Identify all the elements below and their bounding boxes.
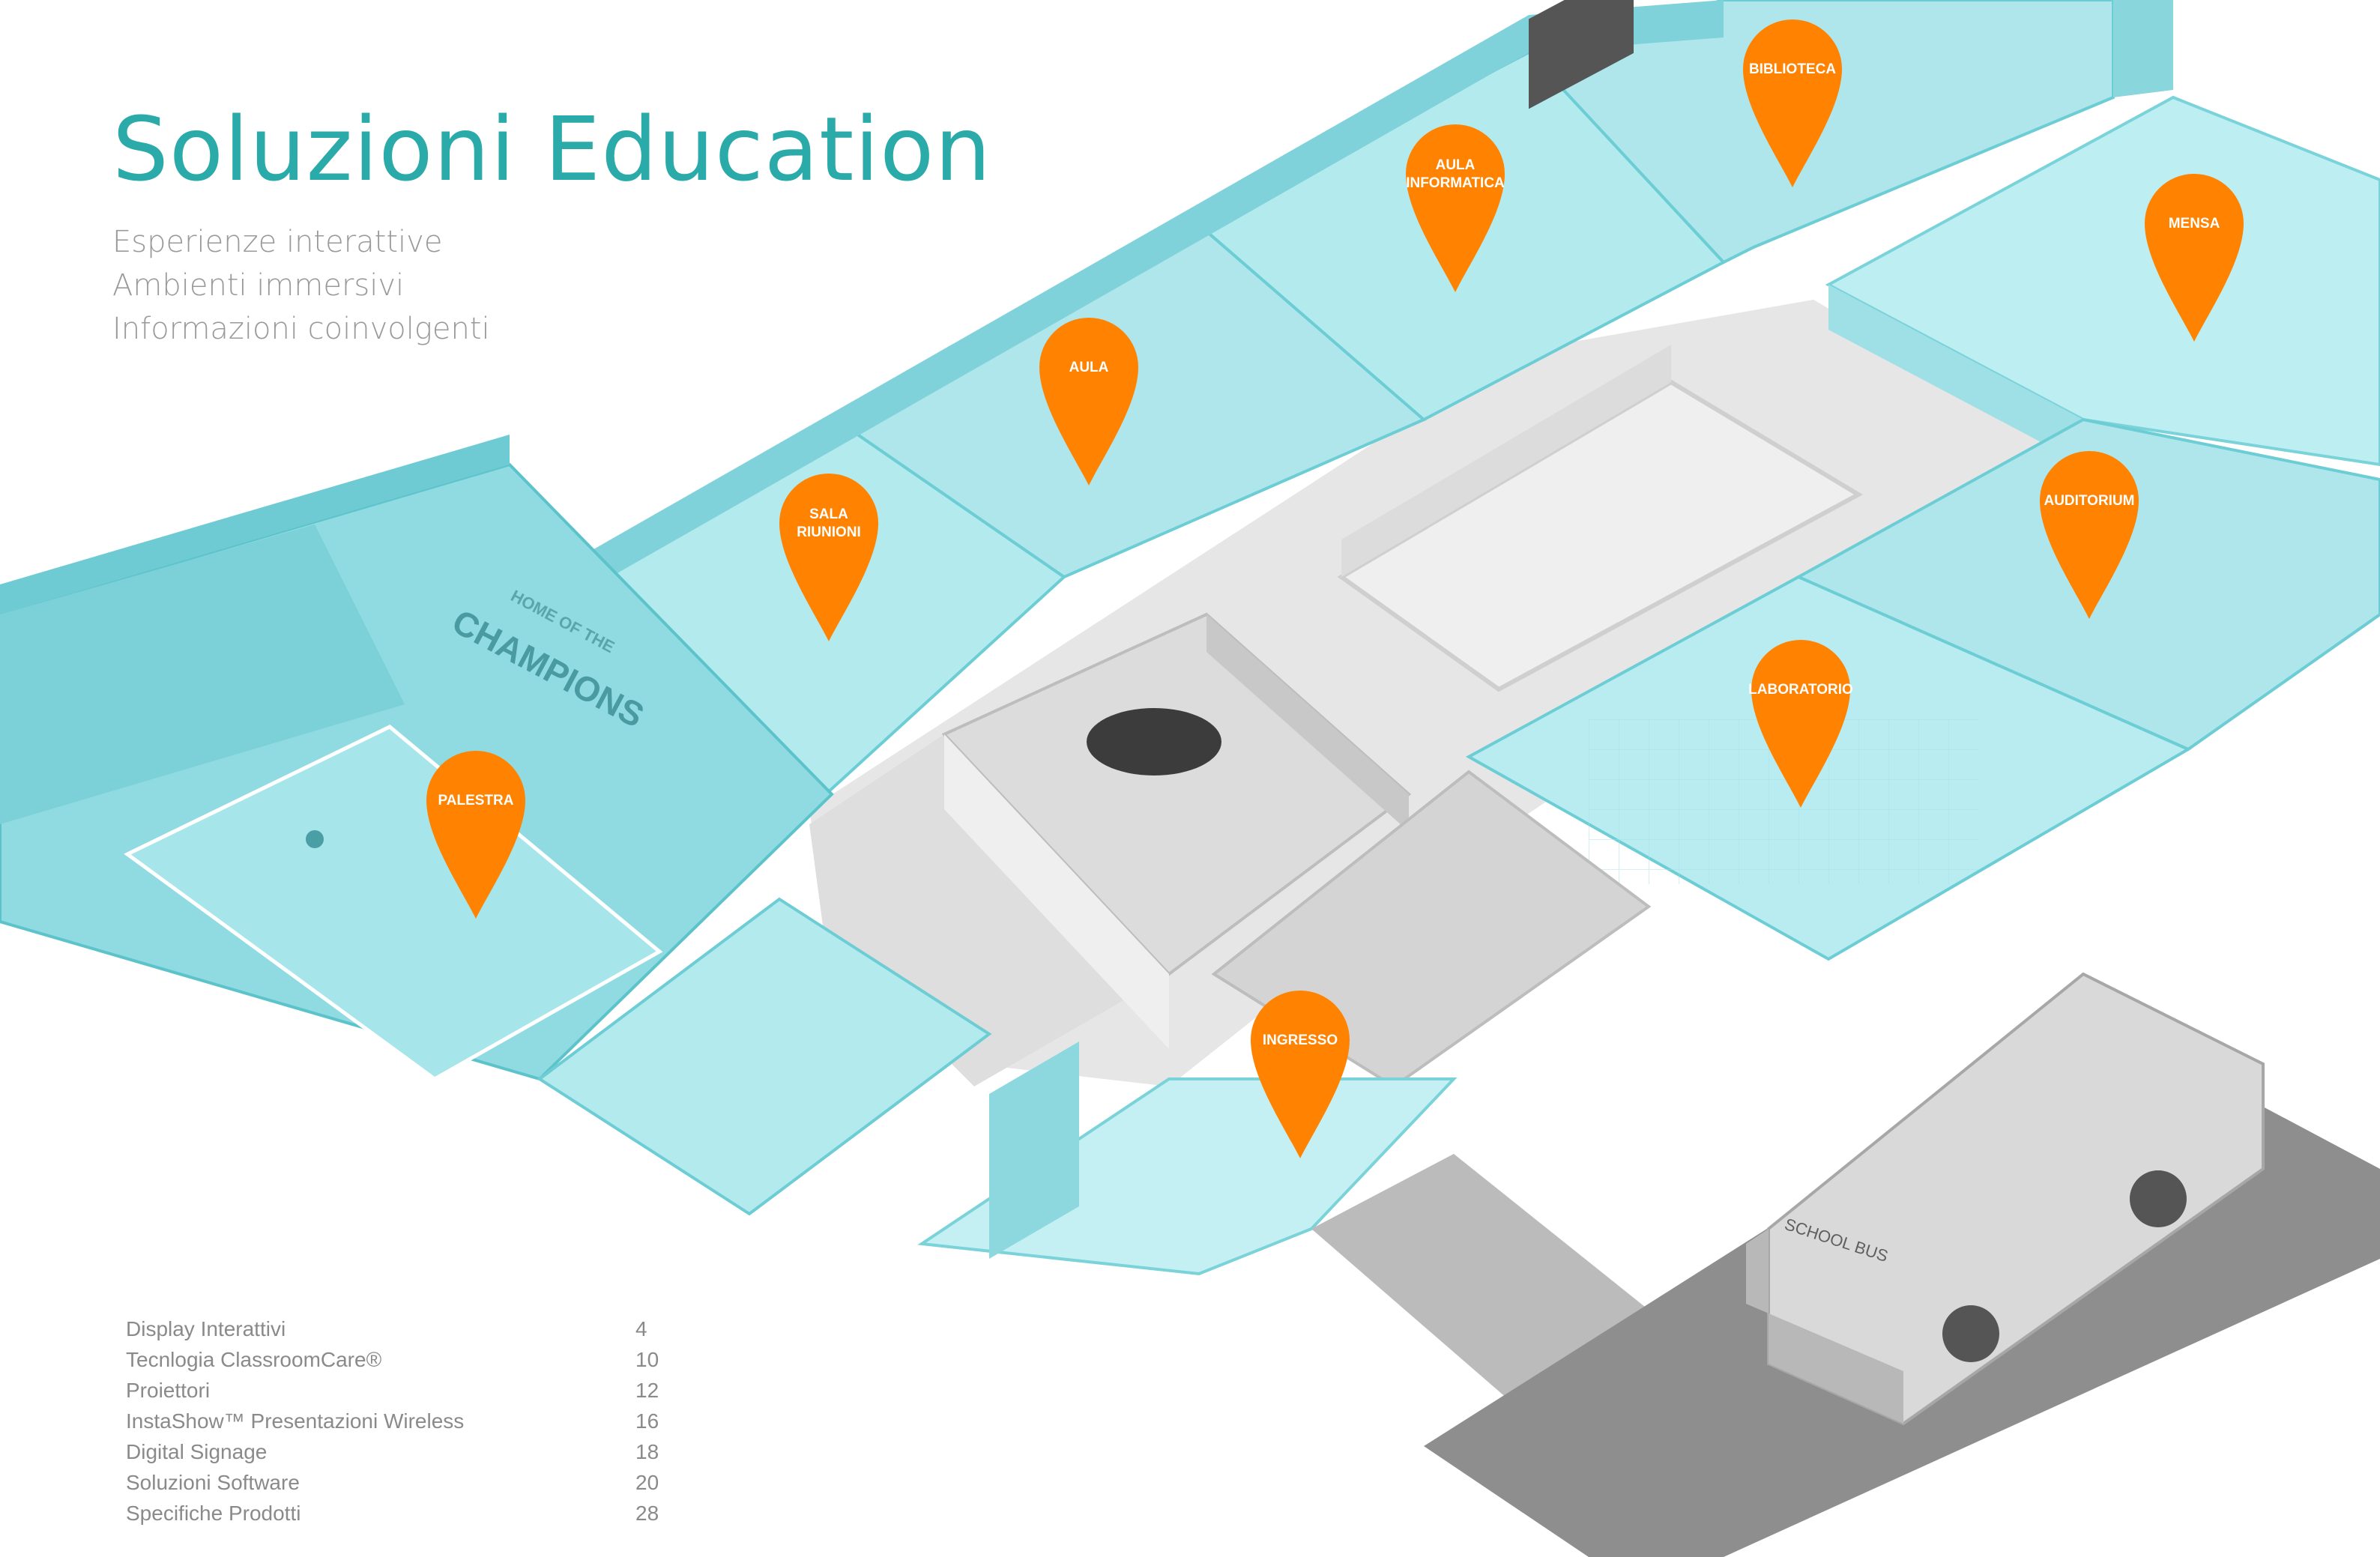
pin-label: INGRESSO <box>1263 1033 1338 1048</box>
pin-laboratorio[interactable]: LABORATORIO <box>1748 640 1853 808</box>
pin-ingresso[interactable]: INGRESSO <box>1251 991 1350 1158</box>
map-pin-icon <box>779 474 878 641</box>
wall-top-right <box>2113 0 2173 97</box>
bus-wheel-1 <box>1942 1305 1999 1362</box>
pin-aula-informatica[interactable]: AULA INFORMATICA <box>1406 124 1505 292</box>
bus-wheel-2 <box>2130 1170 2187 1227</box>
pin-label: PALESTRA <box>438 793 514 808</box>
pin-aula[interactable]: AULA <box>1039 318 1138 486</box>
toc-label: Tecnlogia ClassroomCare® <box>126 1348 382 1371</box>
pin-label: AULA <box>1436 157 1476 173</box>
map-pin-icon <box>1251 991 1350 1158</box>
subtitle-3: Informazioni coinvolgenti <box>112 312 490 346</box>
pin-label: LABORATORIO <box>1748 682 1853 698</box>
room-ingresso <box>917 1077 1458 1276</box>
pin-label: SALA <box>809 507 848 522</box>
wall-bagni <box>1341 345 1671 577</box>
pin-biblioteca[interactable]: BIBLIOTECA <box>1743 19 1842 187</box>
gym-court <box>124 725 663 1081</box>
toc-label: Display Interattivi <box>126 1317 286 1340</box>
wall-musica-back <box>1206 614 1409 832</box>
pin-auditorium[interactable]: AUDITORIUM <box>2040 451 2139 619</box>
toc-row[interactable]: Tecnlogia ClassroomCare® 10 <box>126 1348 665 1379</box>
toc-page: 12 <box>635 1379 659 1402</box>
map-pin-icon <box>2145 174 2244 342</box>
pin-label: INFORMATICA <box>1406 175 1505 191</box>
toc-page: 28 <box>635 1502 659 1525</box>
map-pin-icon <box>2040 451 2139 619</box>
toc-label: Digital Signage <box>126 1440 268 1463</box>
page-title: Soluzioni Education <box>112 97 992 201</box>
pin-label: RIUNIONI <box>797 524 861 540</box>
toc-row[interactable]: Specifiche Prodotti 28 <box>126 1502 665 1532</box>
bus-front <box>1746 1229 1903 1424</box>
gym-ball <box>306 830 324 848</box>
pin-label: AULA <box>1069 360 1109 375</box>
pin-label: AUDITORIUM <box>2044 493 2134 509</box>
pin-label: MENSA <box>2169 216 2220 232</box>
toc-row[interactable]: Soluzioni Software 20 <box>126 1471 665 1502</box>
gym-bleachers <box>0 524 405 824</box>
pin-mensa[interactable]: MENSA <box>2145 174 2244 342</box>
toc-row[interactable]: Display Interattivi 4 <box>126 1317 665 1348</box>
toc-label: Soluzioni Software <box>126 1471 300 1494</box>
wall-mensa <box>1828 285 2083 465</box>
toc-page: 10 <box>635 1348 659 1371</box>
room-spogliatoio <box>537 897 992 1216</box>
map-pin-icon <box>1039 318 1138 486</box>
map-pin-icon <box>1743 19 1842 187</box>
wall-musica <box>944 734 1169 1049</box>
toc-page: 16 <box>635 1409 659 1433</box>
piano <box>1087 708 1221 776</box>
map-pin-icon <box>1751 640 1850 808</box>
pin-label: BIBLIOTECA <box>1749 61 1836 77</box>
toc-row[interactable]: Digital Signage 18 <box>126 1440 665 1471</box>
subtitle-1: Esperienze interattive <box>112 225 443 259</box>
toc-row[interactable]: Proiettori 12 <box>126 1379 665 1409</box>
map-pin-icon <box>426 751 525 919</box>
toc-label: Specifiche Prodotti <box>126 1502 301 1525</box>
subtitle-2: Ambienti immersivi <box>112 268 405 303</box>
gym-wall <box>0 435 510 614</box>
toc-label: Proiettori <box>126 1379 211 1402</box>
toc-page: 18 <box>635 1440 659 1463</box>
toc-page: 4 <box>635 1317 647 1340</box>
pin-sala-riunioni[interactable]: SALA RIUNIONI <box>779 474 878 641</box>
toc-label: InstaShow™ Presentazioni Wireless <box>126 1409 465 1433</box>
pin-palestra[interactable]: PALESTRA <box>426 751 525 919</box>
table-of-contents: Display Interattivi 4 Tecnlogia Classroom… <box>126 1317 665 1532</box>
toc-page: 20 <box>635 1471 659 1494</box>
art-chalkboard <box>1529 0 1634 109</box>
entrance-door-frame <box>989 1041 1079 1259</box>
toc-row[interactable]: InstaShow™ Presentazioni Wireless 16 <box>126 1409 665 1440</box>
map-pin-icon <box>1406 124 1505 292</box>
